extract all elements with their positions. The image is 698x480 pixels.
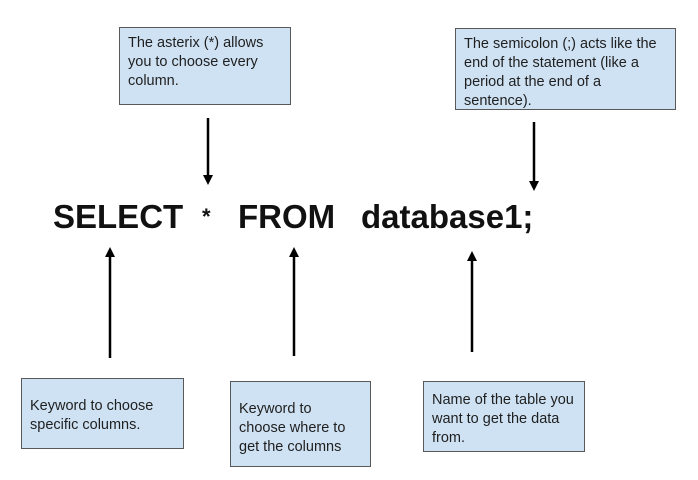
note-table: Name of the table you want to get the da…	[423, 381, 585, 452]
table-name: database1;	[361, 198, 534, 235]
note-asterisk: The asterix (*) allows you to choose eve…	[119, 27, 291, 105]
note-select: Keyword to choose specific columns.	[21, 378, 184, 449]
note-semicolon: The semicolon (;) acts like the end of t…	[455, 28, 676, 110]
keyword-select: SELECT	[53, 198, 184, 235]
asterisk-symbol: *	[202, 204, 211, 229]
note-from: Keyword to choose where to get the colum…	[230, 381, 371, 467]
keyword-from: FROM	[238, 198, 336, 235]
